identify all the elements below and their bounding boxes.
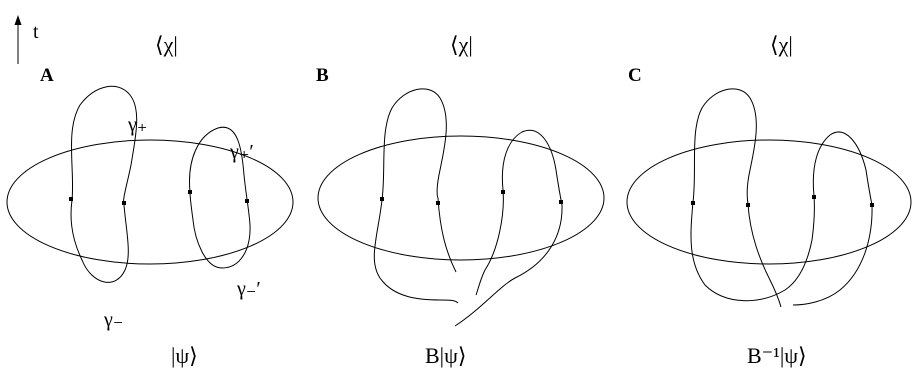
bra-chi-a: ⟨χ| bbox=[155, 32, 178, 57]
time-axis-label: t bbox=[33, 21, 39, 43]
braid-strand-c-left-lower bbox=[690, 201, 813, 302]
puncture-dot bbox=[746, 203, 750, 207]
label-gamma-minus: γ₋ bbox=[103, 309, 123, 331]
puncture-dot bbox=[380, 197, 384, 201]
braid-strand-b-mid2 bbox=[475, 189, 504, 296]
puncture-dot bbox=[501, 190, 505, 194]
panel-b: B ⟨χ| B|ψ⟩ bbox=[316, 32, 605, 368]
panel-letter-c: C bbox=[628, 65, 642, 86]
braid-strand-b-upper bbox=[381, 88, 447, 201]
loop-gamma-prime-a bbox=[189, 126, 251, 269]
puncture-dot bbox=[245, 199, 249, 203]
ket-psi-b: B|ψ⟩ bbox=[425, 343, 466, 368]
puncture-dot bbox=[870, 203, 874, 207]
braid-strand-b-right bbox=[454, 129, 563, 327]
braid-strand-c-right-lower bbox=[792, 204, 873, 306]
braid-strand-c-left-upper bbox=[692, 88, 757, 205]
puncture-dot bbox=[122, 201, 126, 205]
panel-c: C ⟨χ| B⁻¹|ψ⟩ bbox=[626, 32, 912, 368]
ket-psi-a: |ψ⟩ bbox=[171, 343, 198, 368]
ket-psi-c: B⁻¹|ψ⟩ bbox=[747, 343, 807, 368]
bra-chi-c: ⟨χ| bbox=[770, 32, 793, 57]
panel-letter-a: A bbox=[40, 65, 54, 86]
label-gamma-plus-prime: γ₊′ bbox=[229, 141, 254, 163]
bra-chi-b: ⟨χ| bbox=[450, 32, 473, 57]
time-axis-arrowhead bbox=[14, 15, 22, 25]
braid-strand-b-lower bbox=[373, 199, 459, 304]
label-gamma-plus: γ₊ bbox=[127, 114, 147, 136]
puncture-dot bbox=[559, 200, 563, 204]
label-gamma-minus-prime: γ₋′ bbox=[236, 278, 261, 300]
braid-strand-c-middle bbox=[747, 203, 782, 308]
braid-strand-c-connector bbox=[811, 195, 815, 241]
ellipse-surface-a bbox=[6, 139, 294, 265]
time-axis: t bbox=[14, 15, 39, 64]
braid-strand-c-right-upper bbox=[812, 131, 873, 206]
loop-gamma-a bbox=[70, 85, 138, 283]
puncture-dot bbox=[188, 190, 192, 194]
ellipse-surface-b bbox=[317, 135, 605, 261]
panel-letter-b: B bbox=[316, 65, 329, 86]
ellipse-surface-c bbox=[626, 139, 912, 265]
panel-a: A ⟨χ| γ₊ γ₊′ γ₋′ γ₋ |ψ⟩ bbox=[6, 32, 294, 368]
puncture-dot bbox=[69, 197, 73, 201]
braid-strand-b-middle bbox=[437, 197, 457, 273]
puncture-dot bbox=[436, 201, 440, 205]
puncture-dot bbox=[691, 201, 695, 205]
puncture-dot bbox=[812, 195, 816, 199]
